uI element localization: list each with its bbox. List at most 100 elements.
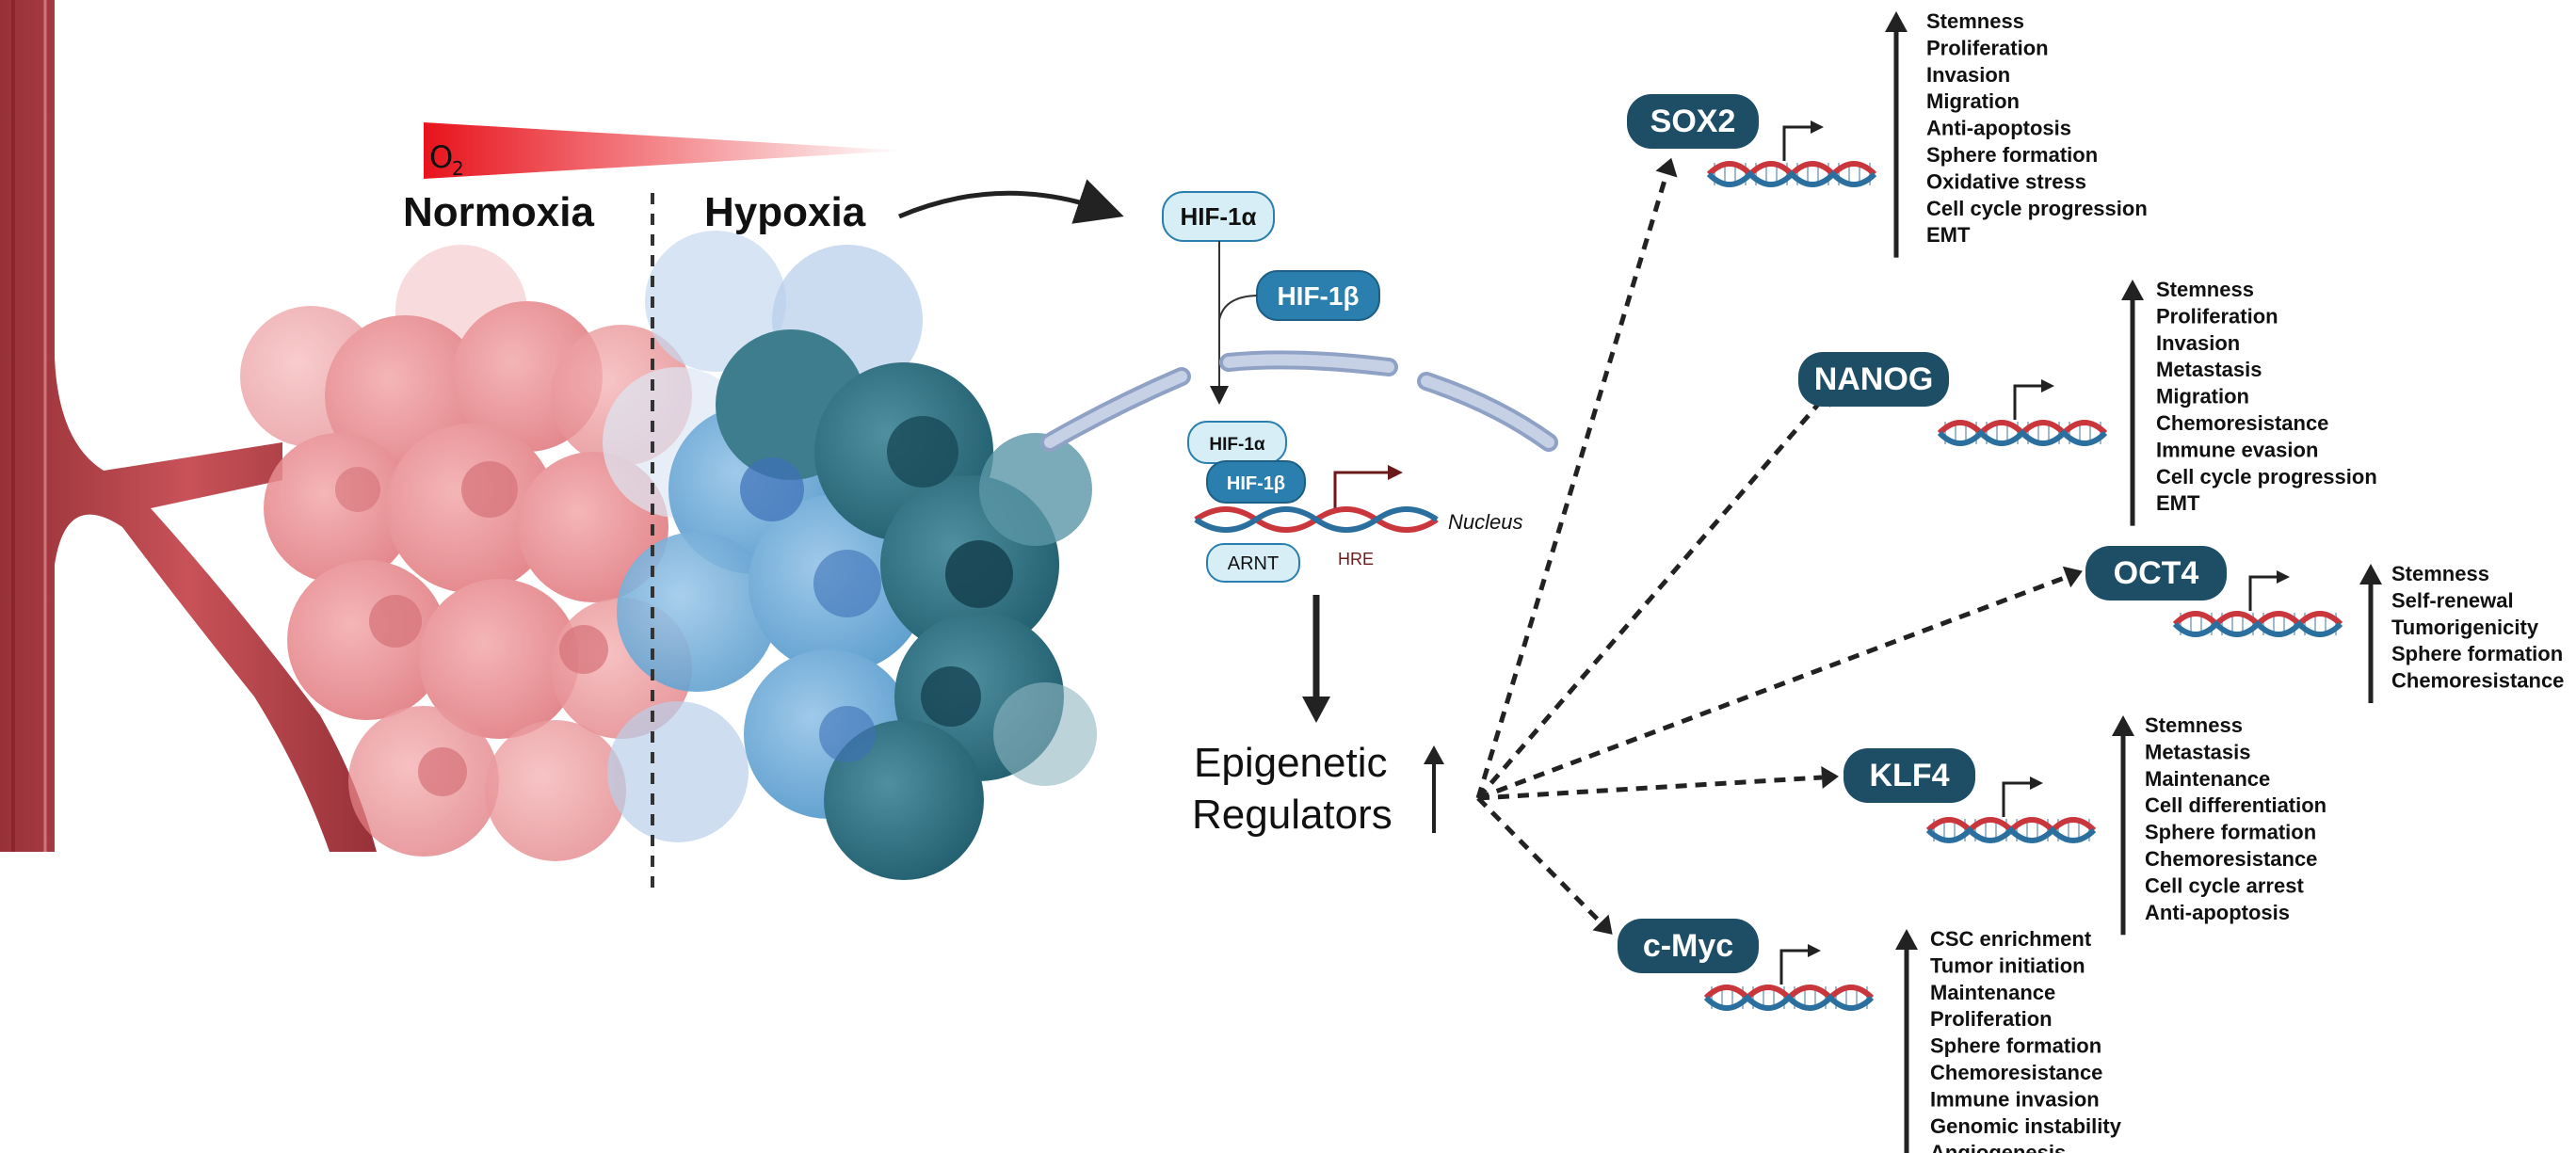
effect-item: Maintenance	[1930, 981, 2055, 1004]
gene-box-oct4	[2085, 546, 2227, 601]
effect-item: Immune invasion	[1930, 1087, 2100, 1111]
svg-text:HRE: HRE	[1338, 550, 1374, 568]
gene-arrows	[1475, 157, 2083, 935]
dashed-arrow-oct4	[1477, 574, 2068, 801]
normoxia-label: Normoxia	[403, 189, 594, 235]
hif1a-node: HIF-1α	[1162, 191, 1275, 242]
o2-label: O	[429, 139, 453, 175]
effect-item: Sphere formation	[1930, 1034, 2101, 1058]
hypoxia-label: Hypoxia	[704, 189, 866, 235]
effect-item: Metastasis	[2156, 358, 2262, 381]
svg-text:HIF-1α: HIF-1α	[1209, 435, 1265, 455]
nuclear-membrane	[1040, 350, 1558, 452]
hif-complex: HIF-1α HIF-1β ARNT HRE Nucleus	[1187, 421, 1522, 583]
effect-item: Immune evasion	[2156, 438, 2318, 461]
gene-name-nanog: NANOG	[1814, 361, 1934, 397]
gene-box-nanog	[1798, 352, 1949, 407]
effect-item: Cell cycle progression	[1926, 197, 2148, 220]
epigenetic-label-line2: Regulators	[1192, 792, 1393, 838]
hypoxia-to-hif-arrow	[898, 179, 1124, 224]
effect-item: Cell differentiation	[2145, 793, 2326, 817]
epigenetic-up-arrow	[1424, 745, 1444, 833]
dna-helix-klf4	[1925, 817, 2097, 843]
gene-name-cmyc: c-Myc	[1643, 928, 1733, 964]
dna-helix-oct4	[2172, 611, 2343, 637]
arrowhead-oct4	[2062, 566, 2083, 588]
effect-item: Chemoresistance	[2145, 847, 2317, 871]
effect-item: Anti-apoptosis	[2145, 901, 2290, 924]
gene-box-klf4	[1843, 748, 1975, 803]
effect-item: Self-renewal	[2391, 588, 2514, 612]
effect-item: Oxidative stress	[1926, 169, 2086, 193]
dashed-arrow-klf4	[1477, 775, 1823, 801]
blood-vessel	[0, 0, 377, 852]
gene-panel-nanog: NANOGStemnessProliferationInvasionMetast…	[1798, 278, 2377, 526]
effect-item: Maintenance	[2145, 767, 2270, 791]
effect-item: Proliferation	[2156, 304, 2278, 328]
gene-name-oct4: OCT4	[2114, 555, 2199, 591]
promoter-arrow-klf4	[2002, 781, 2034, 817]
gene-panels: SOX2StemnessProliferationInvasionMigrati…	[1618, 9, 2564, 1153]
hypoxic-cell-cluster	[603, 231, 1097, 880]
effect-item: Migration	[1926, 89, 2020, 113]
gene-name-klf4: KLF4	[1870, 758, 1950, 793]
effect-item: Proliferation	[1926, 36, 2049, 59]
down-arrow	[1302, 595, 1330, 723]
effect-list-nanog: StemnessProliferationInvasionMetastasisM…	[2156, 278, 2377, 515]
o2-subscript: 2	[452, 157, 464, 180]
svg-text:HIF-1α: HIF-1α	[1181, 202, 1257, 231]
epigenetic-label-line1: Epigenetic	[1194, 740, 1387, 786]
effect-item: Migration	[2156, 385, 2249, 408]
dna-helix-cmyc	[1703, 985, 1875, 1011]
dna-helix-sox2	[1706, 161, 1877, 187]
effect-item: Tumor initiation	[1930, 953, 2085, 977]
hif1b-node: HIF-1β	[1256, 270, 1380, 321]
dna-helix-nanog	[1937, 420, 2108, 446]
arrowhead-cmyc	[1592, 914, 1613, 935]
effect-item: Chemoresistance	[2156, 411, 2328, 435]
dashed-arrow-sox2	[1475, 173, 1669, 799]
effect-item: Metastasis	[2145, 740, 2251, 763]
effect-item: Cell cycle arrest	[2145, 873, 2304, 897]
promoter-arrow-sox2	[1782, 125, 1814, 161]
effect-item: EMT	[2156, 491, 2200, 515]
dashed-arrow-nanog	[1476, 398, 1824, 800]
effect-item: Invasion	[2156, 331, 2240, 355]
effect-item: Sphere formation	[1926, 143, 2098, 167]
effect-item: Invasion	[1926, 63, 2010, 87]
effect-item: Stemness	[2391, 562, 2489, 585]
effect-item: Chemoresistance	[2391, 669, 2564, 693]
effect-item: Stemness	[1926, 9, 2024, 33]
gene-box-cmyc	[1618, 919, 1759, 973]
effect-item: Chemoresistance	[1930, 1061, 2102, 1084]
svg-text:ARNT: ARNT	[1228, 553, 1279, 574]
promoter-arrow-cmyc	[1779, 949, 1811, 985]
promoter-arrow-nanog	[2013, 384, 2045, 420]
effect-item: EMT	[1926, 223, 1971, 247]
effect-item: Sphere formation	[2391, 642, 2563, 665]
effect-item: Tumorigenicity	[2391, 616, 2539, 639]
svg-text:Nucleus: Nucleus	[1448, 510, 1522, 534]
effect-item: Angiogenesis	[1930, 1141, 2066, 1153]
oxygen-gradient: O 2	[424, 122, 904, 180]
gene-panel-sox2: SOX2 StemnessProliferationInvasionMigrati…	[1627, 9, 2148, 258]
arrowhead-sox2	[1655, 157, 1678, 178]
gene-panel-oct4: OCT4 StemnessSelf-renewalTumorigenicitySp…	[2085, 546, 2564, 703]
effect-item: Anti-apoptosis	[1926, 117, 2071, 140]
promoter-arrow-oct4	[2248, 575, 2280, 611]
effect-item: Sphere formation	[2145, 821, 2316, 844]
svg-text:HIF-1β: HIF-1β	[1227, 473, 1285, 494]
hif1b-connector	[1218, 295, 1258, 321]
gene-box-sox2	[1627, 94, 1759, 149]
gene-name-sox2: SOX2	[1650, 104, 1736, 139]
effect-item: Stemness	[2145, 713, 2243, 737]
effect-item: Genomic instability	[1930, 1114, 2122, 1138]
svg-text:HIF-1β: HIF-1β	[1277, 281, 1359, 311]
effect-item: Cell cycle progression	[2156, 465, 2377, 488]
effect-list-sox2: StemnessProliferationInvasionMigrationAn…	[1926, 9, 2148, 247]
dashed-arrow-cmyc	[1476, 796, 1602, 924]
